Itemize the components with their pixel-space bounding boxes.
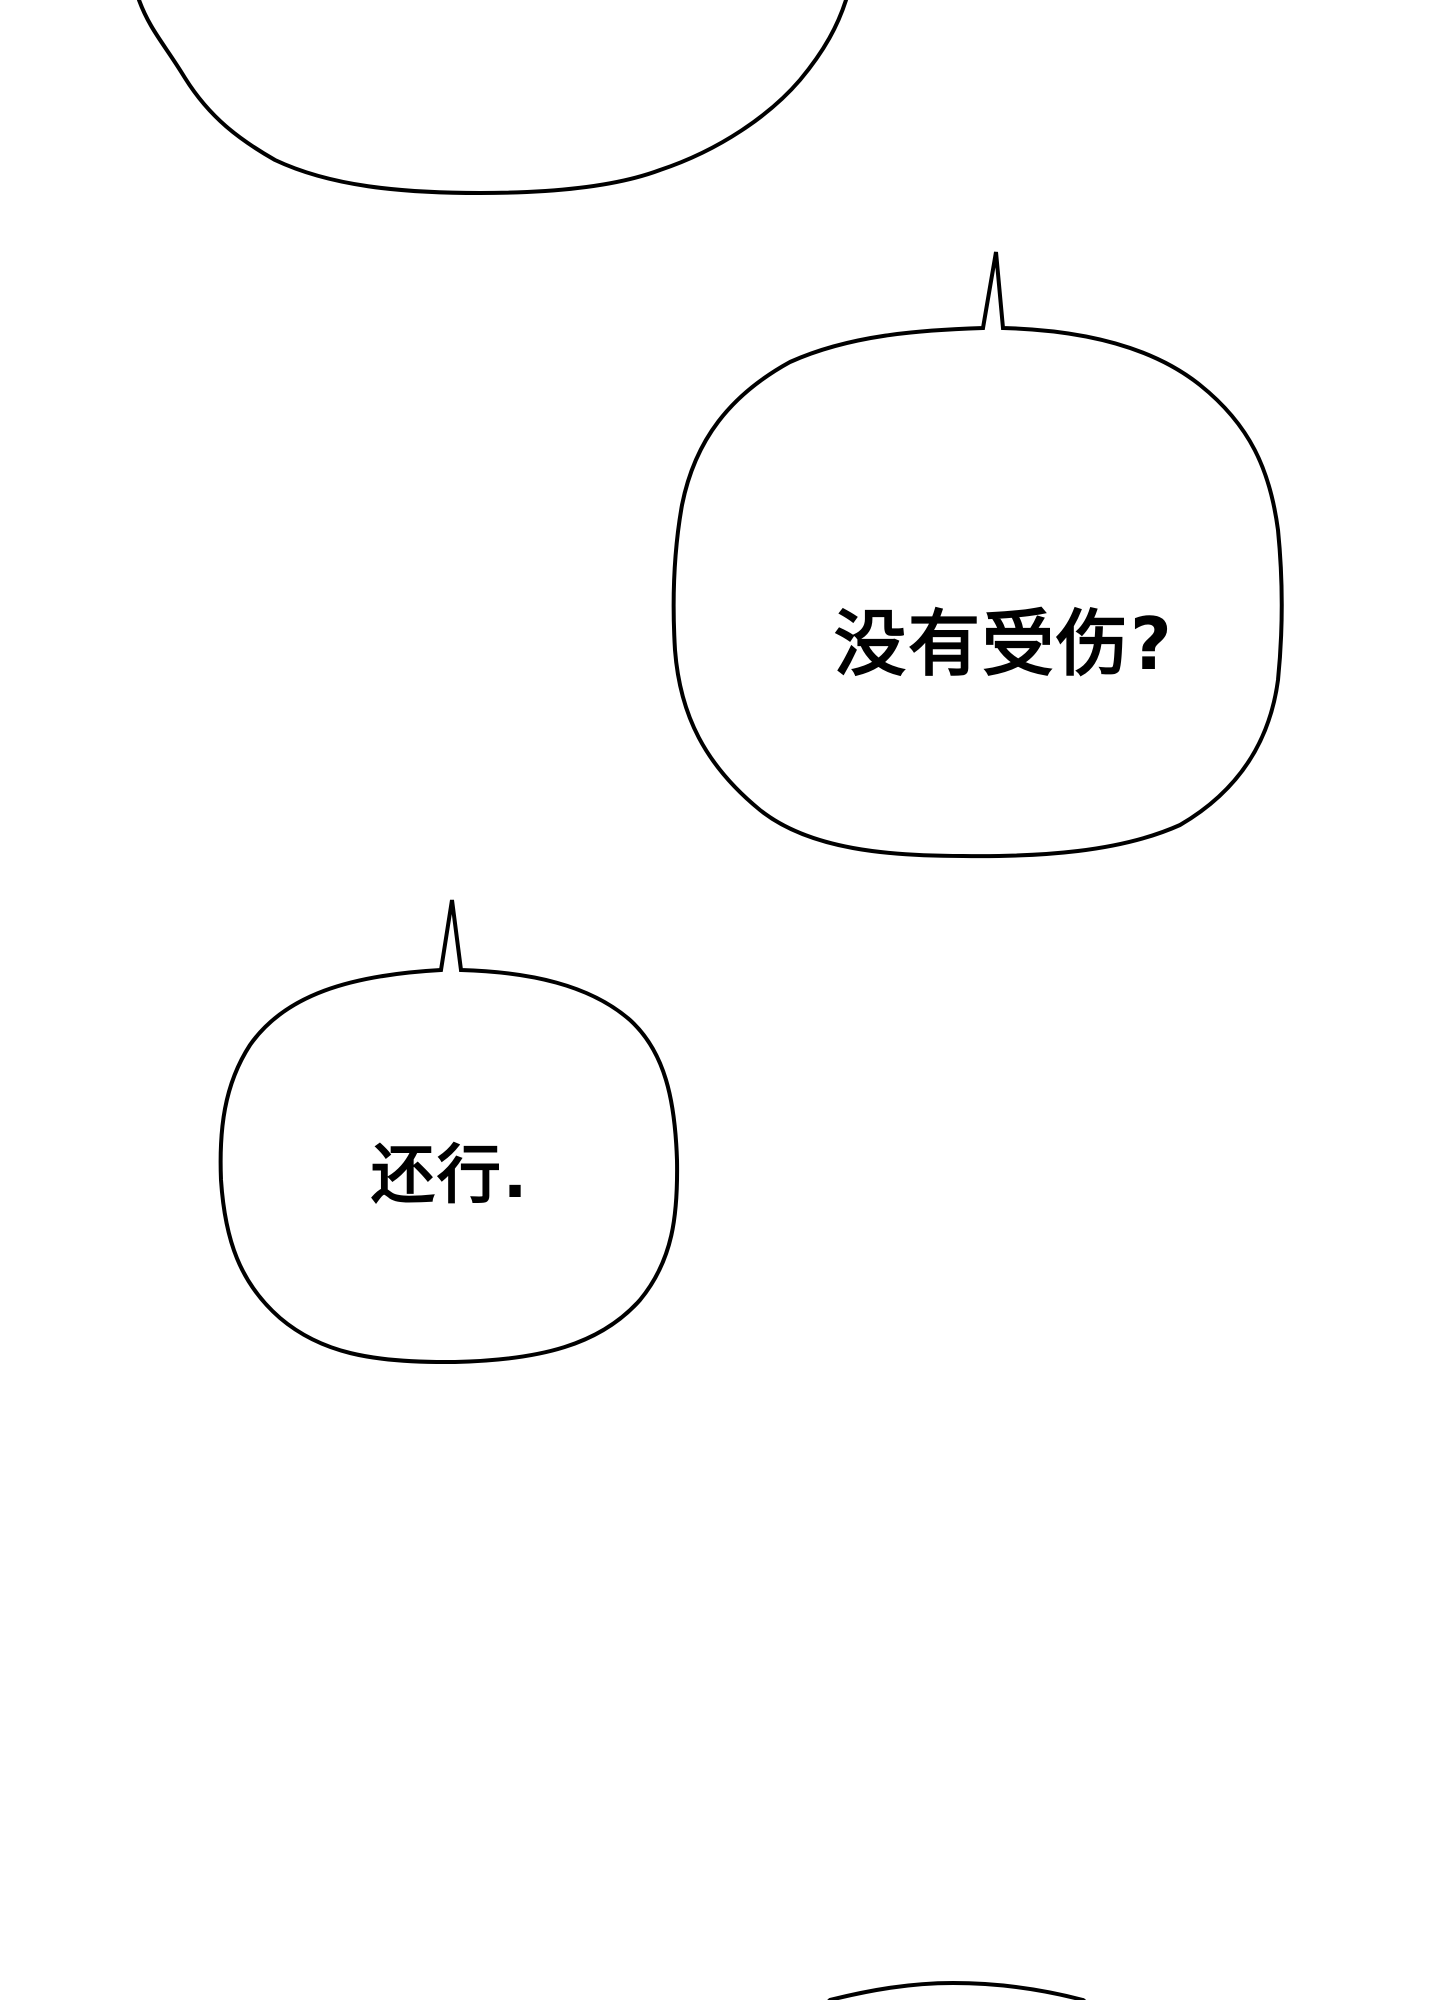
speech-bubble-3-text: 还行.	[370, 1139, 530, 1213]
speech-bubble-2-text: 没有受伤?	[834, 602, 1174, 686]
speech-bubble-3	[218, 899, 680, 1365]
speech-bubble-1	[137, 0, 849, 196]
speech-bubble-2	[671, 251, 1284, 859]
speech-bubble-4	[827, 1980, 1087, 2000]
